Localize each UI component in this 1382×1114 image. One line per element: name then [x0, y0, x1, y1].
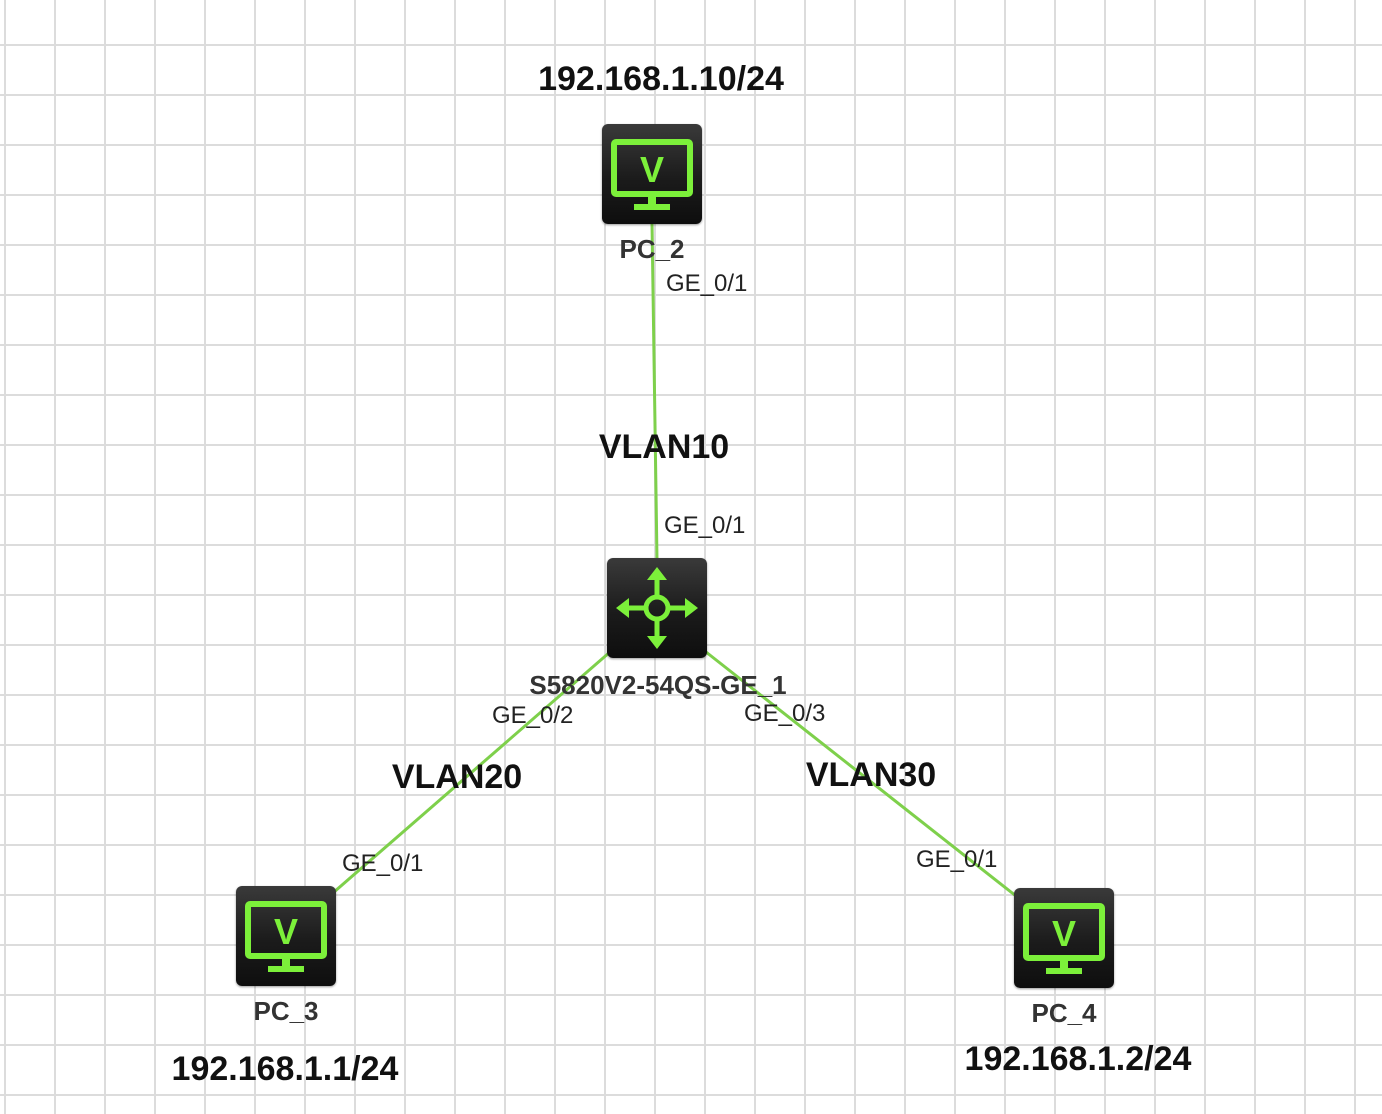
link-pc2-switch[interactable]	[650, 221, 659, 561]
switch-name-label: S5820V2-54QS-GE_1	[529, 670, 787, 700]
monitor-v-icon: V	[611, 139, 693, 210]
switch-arrows-icon	[616, 567, 698, 649]
pc2-name-label: PC_2	[619, 234, 685, 264]
monitor-v-icon: V	[245, 901, 327, 972]
pc4-name-label: PC_4	[1031, 998, 1097, 1028]
pc3-port-label: GE_0/1	[342, 850, 424, 877]
pc4-device[interactable]: V	[1014, 888, 1114, 988]
vlan20-label: VLAN20	[391, 758, 523, 796]
svg-text:V: V	[640, 149, 664, 190]
pc3-name-label: PC_3	[253, 996, 319, 1026]
pc2-ip-label: 192.168.1.10/24	[538, 60, 784, 98]
vlan10-label: VLAN10	[598, 428, 730, 466]
link-switch-pc4[interactable]	[705, 650, 1017, 898]
switch-port-ge01-label: GE_0/1	[664, 512, 746, 539]
pc2-device[interactable]: V	[602, 124, 702, 224]
svg-text:V: V	[274, 911, 298, 952]
monitor-v-icon: V	[1023, 903, 1105, 974]
switch-device[interactable]	[607, 558, 707, 658]
pc4-ip-label: 192.168.1.2/24	[964, 1040, 1192, 1078]
switch-port-ge03-label: GE_0/3	[744, 700, 826, 727]
svg-text:V: V	[1052, 913, 1076, 954]
pc4-port-label: GE_0/1	[916, 846, 998, 873]
switch-port-ge02-label: GE_0/2	[492, 702, 574, 729]
pc3-ip-label: 192.168.1.1/24	[171, 1050, 399, 1088]
pc2-port-label: GE_0/1	[666, 270, 748, 297]
pc3-device[interactable]: V	[236, 886, 336, 986]
vlan30-label: VLAN30	[805, 756, 937, 794]
link-switch-pc3[interactable]	[333, 650, 611, 894]
